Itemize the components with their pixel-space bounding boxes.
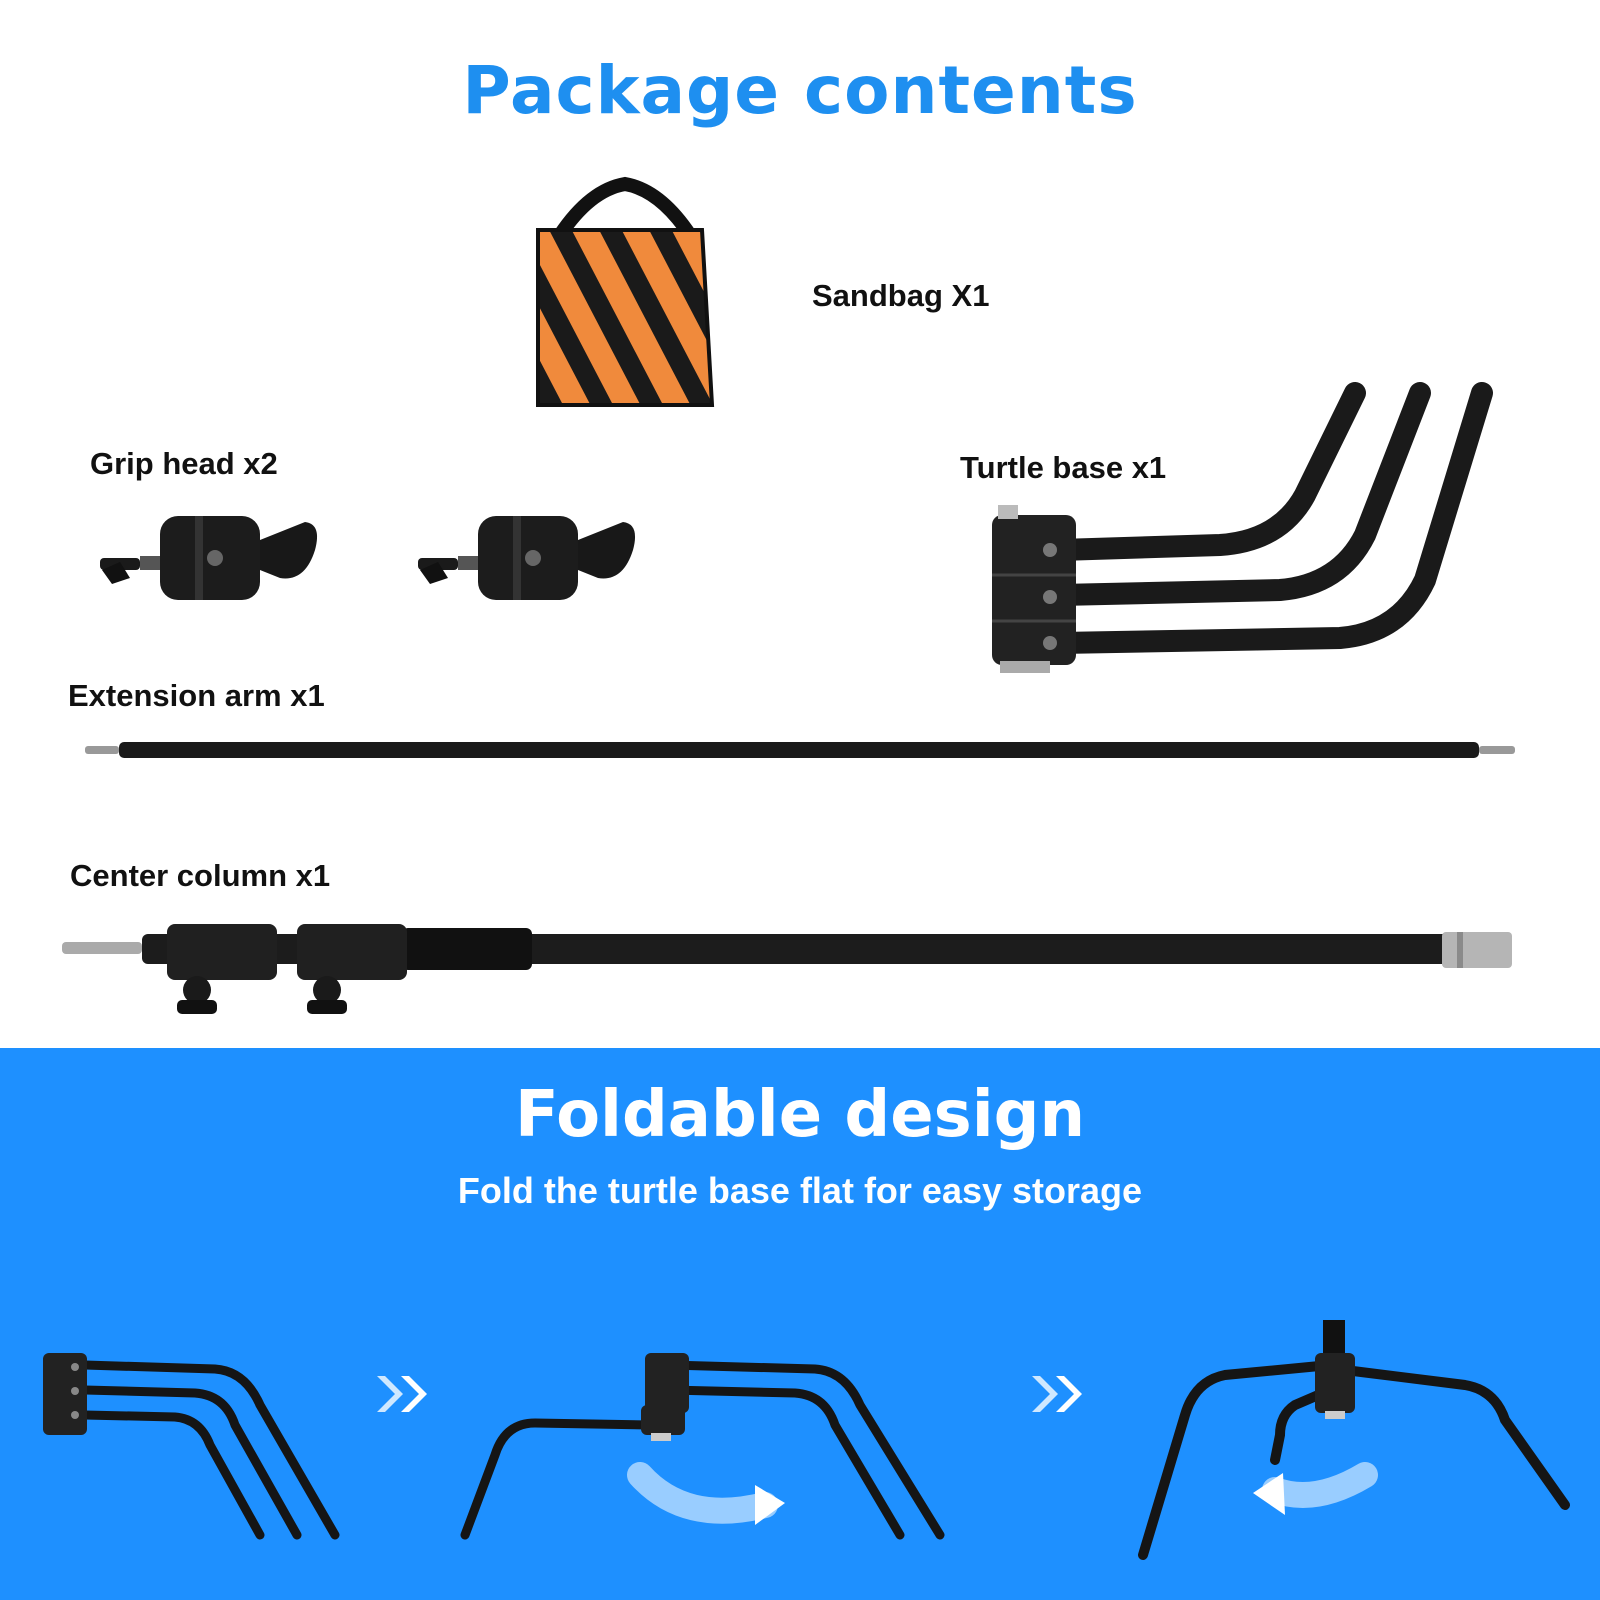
sandbag-image [536,176,715,407]
foldable-design-subtitle: Fold the turtle base flat for easy stora… [457,1170,1143,1211]
package-contents-title: Package contents [462,52,1138,129]
grip-head-label: Grip head x2 [90,446,278,481]
center-column-image [62,924,1512,1014]
foldable-design-title: Foldable design [514,1078,1086,1152]
chevron-right-icon [1032,1376,1082,1412]
center-column-label: Center column x1 [70,858,331,893]
grip-head-image-1 [100,516,318,600]
grip-head-image-2 [418,516,636,600]
extension-arm-image [85,742,1515,758]
chevron-right-icon [377,1376,427,1412]
turtle-base-image [992,382,1493,673]
turtle-base-unfolding-image [460,1353,945,1540]
turtle-base-label: Turtle base x1 [960,450,1167,485]
turtle-base-folded-image [43,1353,340,1540]
turtle-base-open-image [1138,1320,1570,1560]
sandbag-label: Sandbag X1 [812,278,990,313]
extension-arm-label: Extension arm x1 [68,678,325,713]
